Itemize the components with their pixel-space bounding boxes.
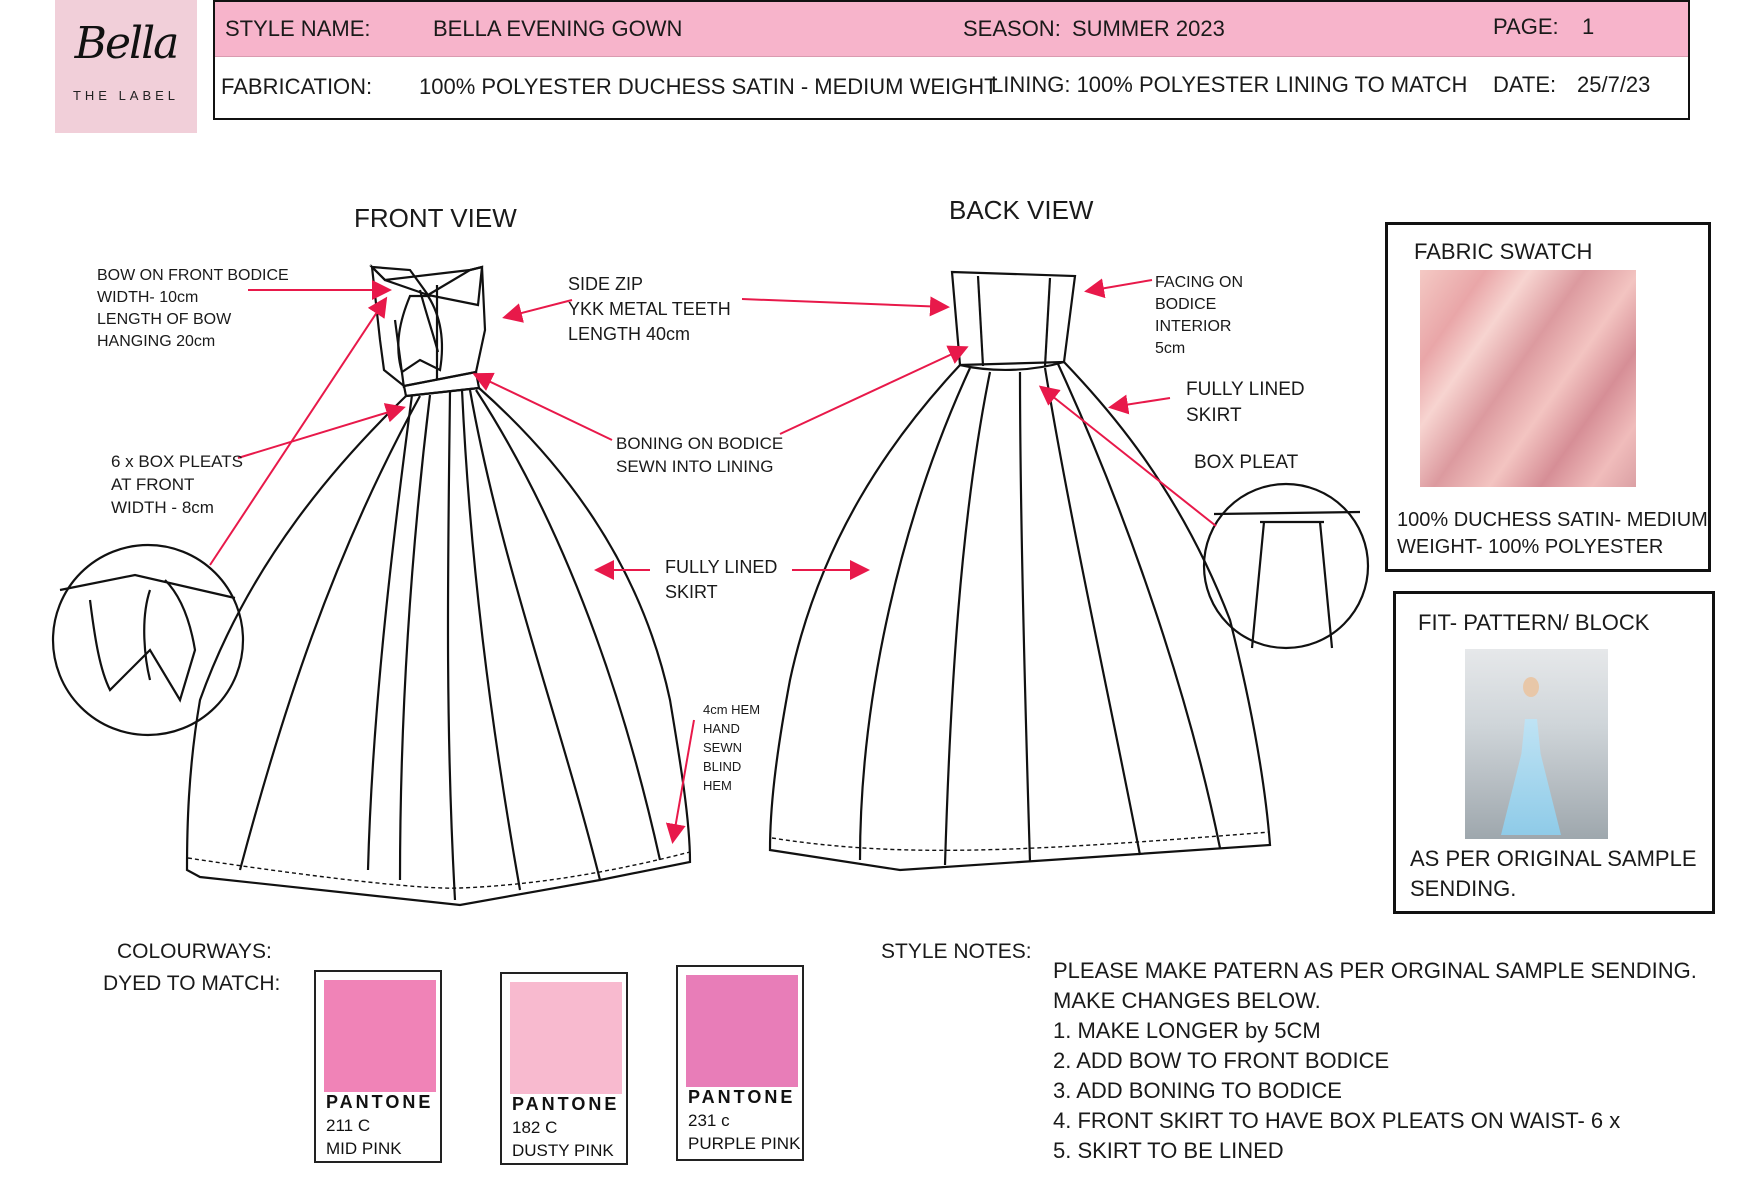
pantone-chip-purple-pink: PANTONE 231 c PURPLE PINK [676,965,804,1161]
logo-subtitle: THE LABEL [72,88,180,103]
model-dress [1501,719,1561,835]
style-note-line-2: MAKE CHANGES BELOW. [1053,988,1321,1013]
pantone-brand: PANTONE [326,1092,434,1112]
pleats-note-3: WIDTH - 8cm [111,498,214,517]
style-note-line-4: 2. ADD BOW TO FRONT BODICE [1053,1048,1390,1073]
brand-logo: Bella THE LABEL [55,0,197,133]
colour-chip [686,975,798,1087]
zip-note-1: SIDE ZIP [568,274,644,294]
logo-script: Bella [74,18,180,69]
fabric-swatch-panel: FABRIC SWATCH 100% DUCHESS SATIN- MEDIUM… [1385,222,1711,572]
bow-note-1: BOW ON FRONT BODICE [97,267,289,284]
page-value: 1 [1582,14,1595,39]
back-bodice [950,270,1077,372]
skirt-front-note-2: SKIRT [665,582,718,602]
fabric-swatch-image [1420,270,1636,487]
boning-note-2: SEWN INTO LINING [616,457,774,476]
model-head [1523,677,1539,697]
hem-note-5: HEM [703,778,732,793]
pantone-name: MID PINK [326,1139,402,1158]
facing-note-4: 5cm [1155,340,1186,357]
skirt-front-note-1: FULLY LINED [665,557,778,577]
date-value: 25/7/23 [1577,72,1651,97]
style-notes-label: STYLE NOTES: [881,940,1032,963]
front-view-title: FRONT VIEW [354,203,517,233]
bow-note-3: LENGTH OF BOW [97,311,232,328]
colourways-label-1: COLOURWAYS: [117,940,272,963]
colour-chip [324,980,436,1092]
style-name-label: STYLE NAME: [225,16,371,41]
fit-desc-1: AS PER ORIGINAL SAMPLE [1410,846,1697,871]
skirt-back-note-2: SKIRT [1186,405,1242,426]
zip-note-2: YKK METAL TEETH [568,299,731,319]
season-value: SUMMER 2023 [1072,16,1225,41]
date-label: DATE: [1493,72,1557,97]
page-label: PAGE: [1493,14,1559,39]
box-pleat-note: BOX PLEAT [1194,452,1299,473]
bow-note-4: HANGING 20cm [97,333,216,350]
skirt-back-note-1: FULLY LINED [1186,379,1305,400]
fabric-swatch-title: FABRIC SWATCH [1414,239,1593,264]
facing-note-2: BODICE [1155,296,1217,313]
pantone-name: DUSTY PINK [512,1141,614,1160]
pantone-name: PURPLE PINK [688,1134,801,1153]
fabrication-label: FABRICATION: [221,74,373,99]
fabrication-value: 100% POLYESTER DUCHESS SATIN - MEDIUM WE… [419,74,998,99]
pantone-code: 182 C [512,1118,558,1137]
season-label: SEASON: [963,16,1061,41]
style-note-line-3: 1. MAKE LONGER by 5CM [1053,1018,1321,1043]
hem-note-2: HAND [703,721,740,736]
hem-note-4: BLIND [703,759,742,774]
style-note-line-6: 4. FRONT SKIRT TO HAVE BOX PLEATS ON WAI… [1053,1108,1621,1133]
front-skirt [185,386,692,907]
fit-title: FIT- PATTERN/ BLOCK [1418,610,1650,635]
pantone-brand: PANTONE [512,1094,620,1114]
fabric-swatch-desc-2: WEIGHT- 100% POLYESTER [1397,536,1664,558]
pantone-chip-mid-pink: PANTONE 211 C MID PINK [314,970,442,1163]
hem-note-3: SEWN [703,740,742,755]
style-name-value: BELLA EVENING GOWN [433,16,683,41]
spec-header: STYLE NAME: BELLA EVENING GOWN SEASON: S… [213,0,1690,120]
front-bodice [370,264,487,388]
fit-panel: FIT- PATTERN/ BLOCK AS PER ORIGINAL SAMP… [1393,591,1715,914]
facing-note-3: INTERIOR [1155,318,1232,335]
style-note-line-1: PLEASE MAKE PATERN AS PER ORGINAL SAMPLE… [1053,958,1697,983]
pleats-note-1: 6 x BOX PLEATS [111,452,243,471]
fit-reference-photo [1465,649,1608,839]
pantone-code: 231 c [688,1111,730,1130]
colour-chip [510,982,622,1094]
pantone-chip-dusty-pink: PANTONE 182 C DUSTY PINK [500,972,628,1165]
bow-note-2: WIDTH- 10cm [97,289,199,306]
colourways-label-2: DYED TO MATCH: [103,972,281,995]
back-skirt [768,360,1272,872]
lining-value: LINING: 100% POLYESTER LINING TO MATCH [991,72,1468,97]
fit-desc-2: SENDING. [1410,876,1517,901]
zip-note-3: LENGTH 40cm [568,324,691,344]
fabric-swatch-desc-1: 100% DUCHESS SATIN- MEDIUM [1397,509,1708,531]
header-pink-row [215,2,1688,57]
pantone-brand: PANTONE [688,1087,796,1107]
back-view-title: BACK VIEW [949,195,1094,225]
style-note-line-5: 3. ADD BONING TO BODICE [1053,1078,1342,1103]
boning-note-1: BONING ON BODICE [616,434,784,453]
pantone-code: 211 C [326,1116,371,1135]
hem-note-1: 4cm HEM [703,702,761,717]
facing-note-1: FACING ON [1155,274,1244,291]
pleats-note-2: AT FRONT [111,475,195,494]
style-note-line-7: 5. SKIRT TO BE LINED [1053,1138,1284,1163]
